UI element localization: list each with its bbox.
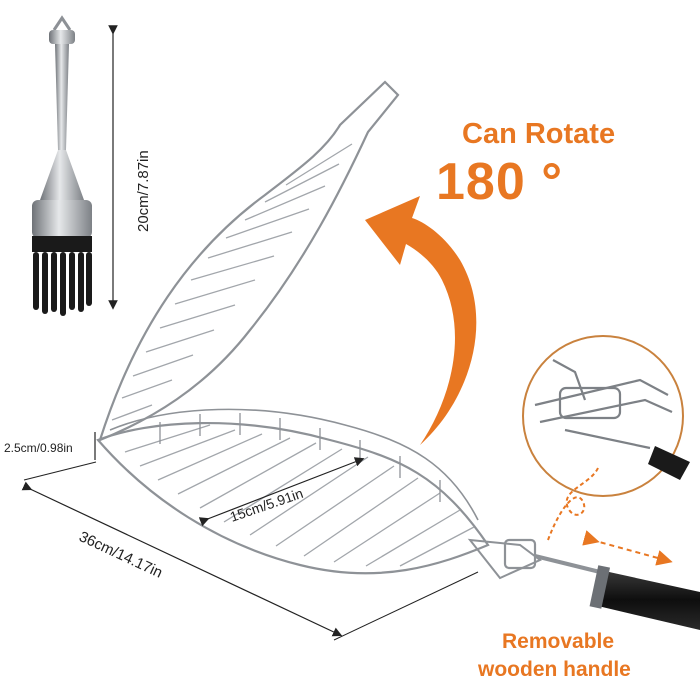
slide-arrow [582, 530, 673, 566]
length-extension-left [23, 461, 97, 481]
handle-callout-line2: wooden handle [478, 658, 631, 681]
rotate-title: Can Rotate [462, 118, 616, 150]
detail-pointer [547, 467, 599, 541]
brush-height-label: 20cm/7.87in [135, 150, 152, 232]
rotate-arrow-icon [365, 196, 477, 445]
length-extension-right [333, 571, 479, 641]
handle-detail-icon [522, 335, 690, 497]
basket-width-label: 15cm/5.91in [228, 485, 305, 525]
grill-basket-lid [98, 80, 400, 442]
basket-length-label: 36cm/14.17in [76, 528, 165, 581]
basting-brush-icon [32, 15, 92, 316]
handle-assembly [467, 538, 700, 630]
rotate-degree: 180 ° [436, 153, 564, 211]
basket-length-line [21, 481, 343, 637]
handle-callout-line1: Removable [502, 630, 615, 653]
basket-depth-label: 2.5cm/0.98in [4, 441, 73, 455]
